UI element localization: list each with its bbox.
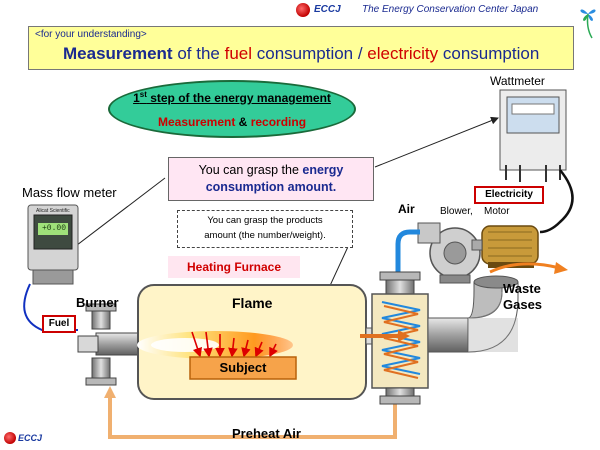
step-subtext: Measurement & recording: [157, 115, 307, 129]
preheat-air-label: Preheat Air: [232, 426, 301, 441]
title-box: <for your understanding> Measurement of …: [28, 26, 574, 70]
header-logo-text: ECCJ: [314, 4, 341, 15]
clover-logo-icon: [580, 9, 596, 39]
motor-label: Motor: [484, 206, 510, 217]
air-label: Air: [398, 202, 415, 216]
flame-label: Flame: [232, 295, 273, 311]
products-line1: You can grasp the products: [207, 215, 323, 226]
waste-gases-label-line2: Gases: [503, 297, 543, 312]
eccj-logo-icon: [296, 3, 310, 17]
title-text: consumption: [438, 44, 540, 63]
title-measurement: Measurement: [63, 44, 173, 63]
footer-logo-text: ECCJ: [18, 433, 43, 443]
title-subtitle: <for your understanding>: [35, 29, 147, 40]
heating-furnace-label: Heating Furnace: [168, 256, 300, 278]
wattmeter-label: Wattmeter: [490, 74, 545, 88]
products-line2: amount (the number/weight).: [204, 230, 326, 241]
page-title: Measurement of the fuel consumption / el…: [63, 44, 539, 64]
header-organization: The Energy Conservation Center Japan: [362, 4, 539, 15]
energy-grasp-box: You can grasp the energy consumption amo…: [168, 157, 374, 201]
energy-grasp-line1: You can grasp the energy: [198, 163, 344, 177]
subject-label: Subject: [219, 360, 267, 375]
burner-device: [77, 303, 141, 386]
title-fuel: fuel: [224, 44, 253, 63]
energy-grasp-line2: consumption amount.: [205, 180, 337, 194]
step-heading: 1st step of the energy management: [133, 90, 331, 105]
electricity-label: Electricity: [474, 186, 544, 204]
waste-gases-label-line1: Waste: [503, 281, 541, 296]
meter-brand: Alicat Scientific: [36, 208, 70, 214]
first-step-oval: 1st step of the energy management Measur…: [108, 80, 356, 138]
motor-device: [471, 225, 539, 268]
mass-flow-meter-device: [27, 204, 79, 285]
products-amount-box: You can grasp the products amount (the n…: [177, 210, 353, 248]
exhaust-duct: [427, 275, 519, 353]
mass-flow-meter-label: Mass flow meter: [22, 185, 117, 200]
recuperator-device: [360, 271, 429, 405]
title-text: of the: [172, 44, 225, 63]
blower-device: [417, 222, 481, 284]
burner-label: Burner: [76, 295, 119, 310]
title-text: consumption /: [252, 44, 368, 63]
title-electricity: electricity: [367, 44, 439, 63]
footer-logo-icon: [4, 432, 16, 444]
wattmeter-device: [499, 89, 567, 182]
meter-reading: +0.00: [42, 224, 67, 233]
blower-label: Blower,: [440, 206, 473, 217]
fuel-label: Fuel: [42, 315, 76, 333]
